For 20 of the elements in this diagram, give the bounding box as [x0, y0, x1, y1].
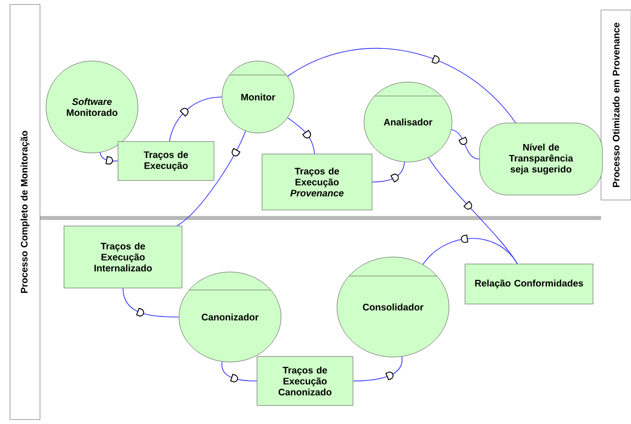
flow-line [122, 288, 180, 318]
flow-line [352, 356, 402, 382]
data-store-box: Relação Conformidades [464, 264, 594, 304]
swimlane-band: Processo Completo de Monitoração [10, 4, 40, 420]
flow-line [221, 361, 258, 382]
data-store-box: Traços de Execução [118, 141, 214, 181]
flow-line [169, 96, 222, 142]
data-store-box: Traços de Execução Canonizado [256, 356, 354, 406]
flow-line [176, 130, 246, 226]
flow-line [287, 117, 315, 154]
flow-line [372, 162, 405, 182]
rounded-box: Nível de Transparência seja sugerido [479, 122, 603, 196]
flow-line [428, 157, 518, 264]
flow-line [451, 129, 480, 160]
flow-line [422, 234, 518, 265]
flow-line [287, 48, 516, 124]
data-store-box: Traços de Execução Internalizado [64, 226, 182, 288]
data-store-box: Traços de Execução Provenance [262, 154, 372, 210]
flow-line [100, 152, 118, 164]
swimlane-band: Processo Otimizado em Provenance [600, 10, 631, 200]
